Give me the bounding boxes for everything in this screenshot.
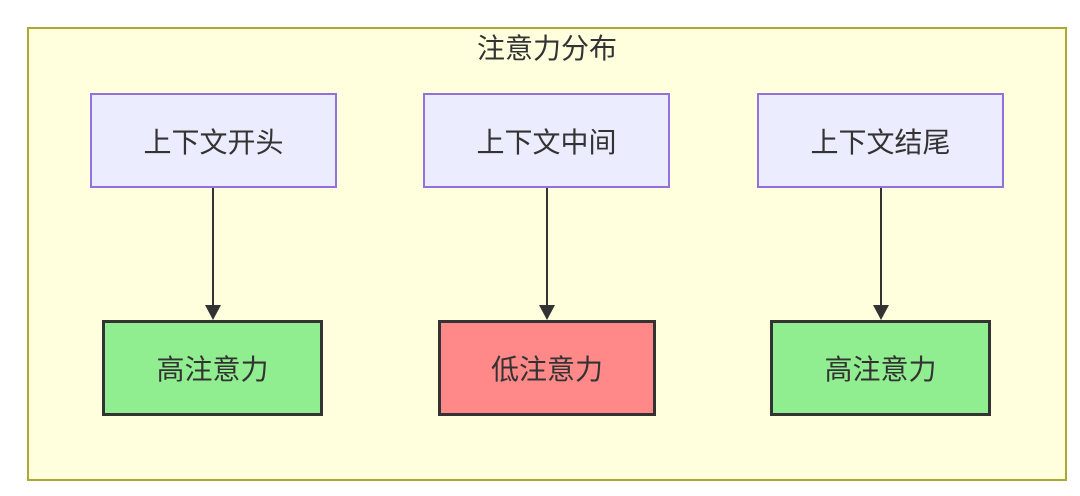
node-attention-high-start: 高注意力 — [102, 320, 323, 416]
arrow-down-icon — [539, 188, 555, 320]
arrow-down-icon — [873, 188, 889, 320]
node-attention-low-middle: 低注意力 — [438, 320, 656, 416]
node-label: 上下文中间 — [476, 126, 617, 158]
subgraph-attention-distribution: 注意力分布 上下文开头 上下文中间 上下文结尾 高注意力 低注意力 — [27, 27, 1067, 481]
node-label: 上下文开头 — [143, 126, 284, 158]
node-label: 高注意力 — [824, 354, 937, 385]
node-attention-high-end: 高注意力 — [770, 320, 991, 416]
node-context-end: 上下文结尾 — [757, 93, 1004, 188]
node-label: 上下文结尾 — [810, 126, 951, 158]
node-context-start: 上下文开头 — [90, 93, 337, 188]
node-label: 高注意力 — [156, 354, 269, 385]
diagram-title: 注意力分布 — [476, 33, 617, 64]
arrow-down-icon — [205, 188, 221, 320]
node-label: 低注意力 — [490, 354, 603, 385]
node-context-middle: 上下文中间 — [423, 93, 670, 188]
